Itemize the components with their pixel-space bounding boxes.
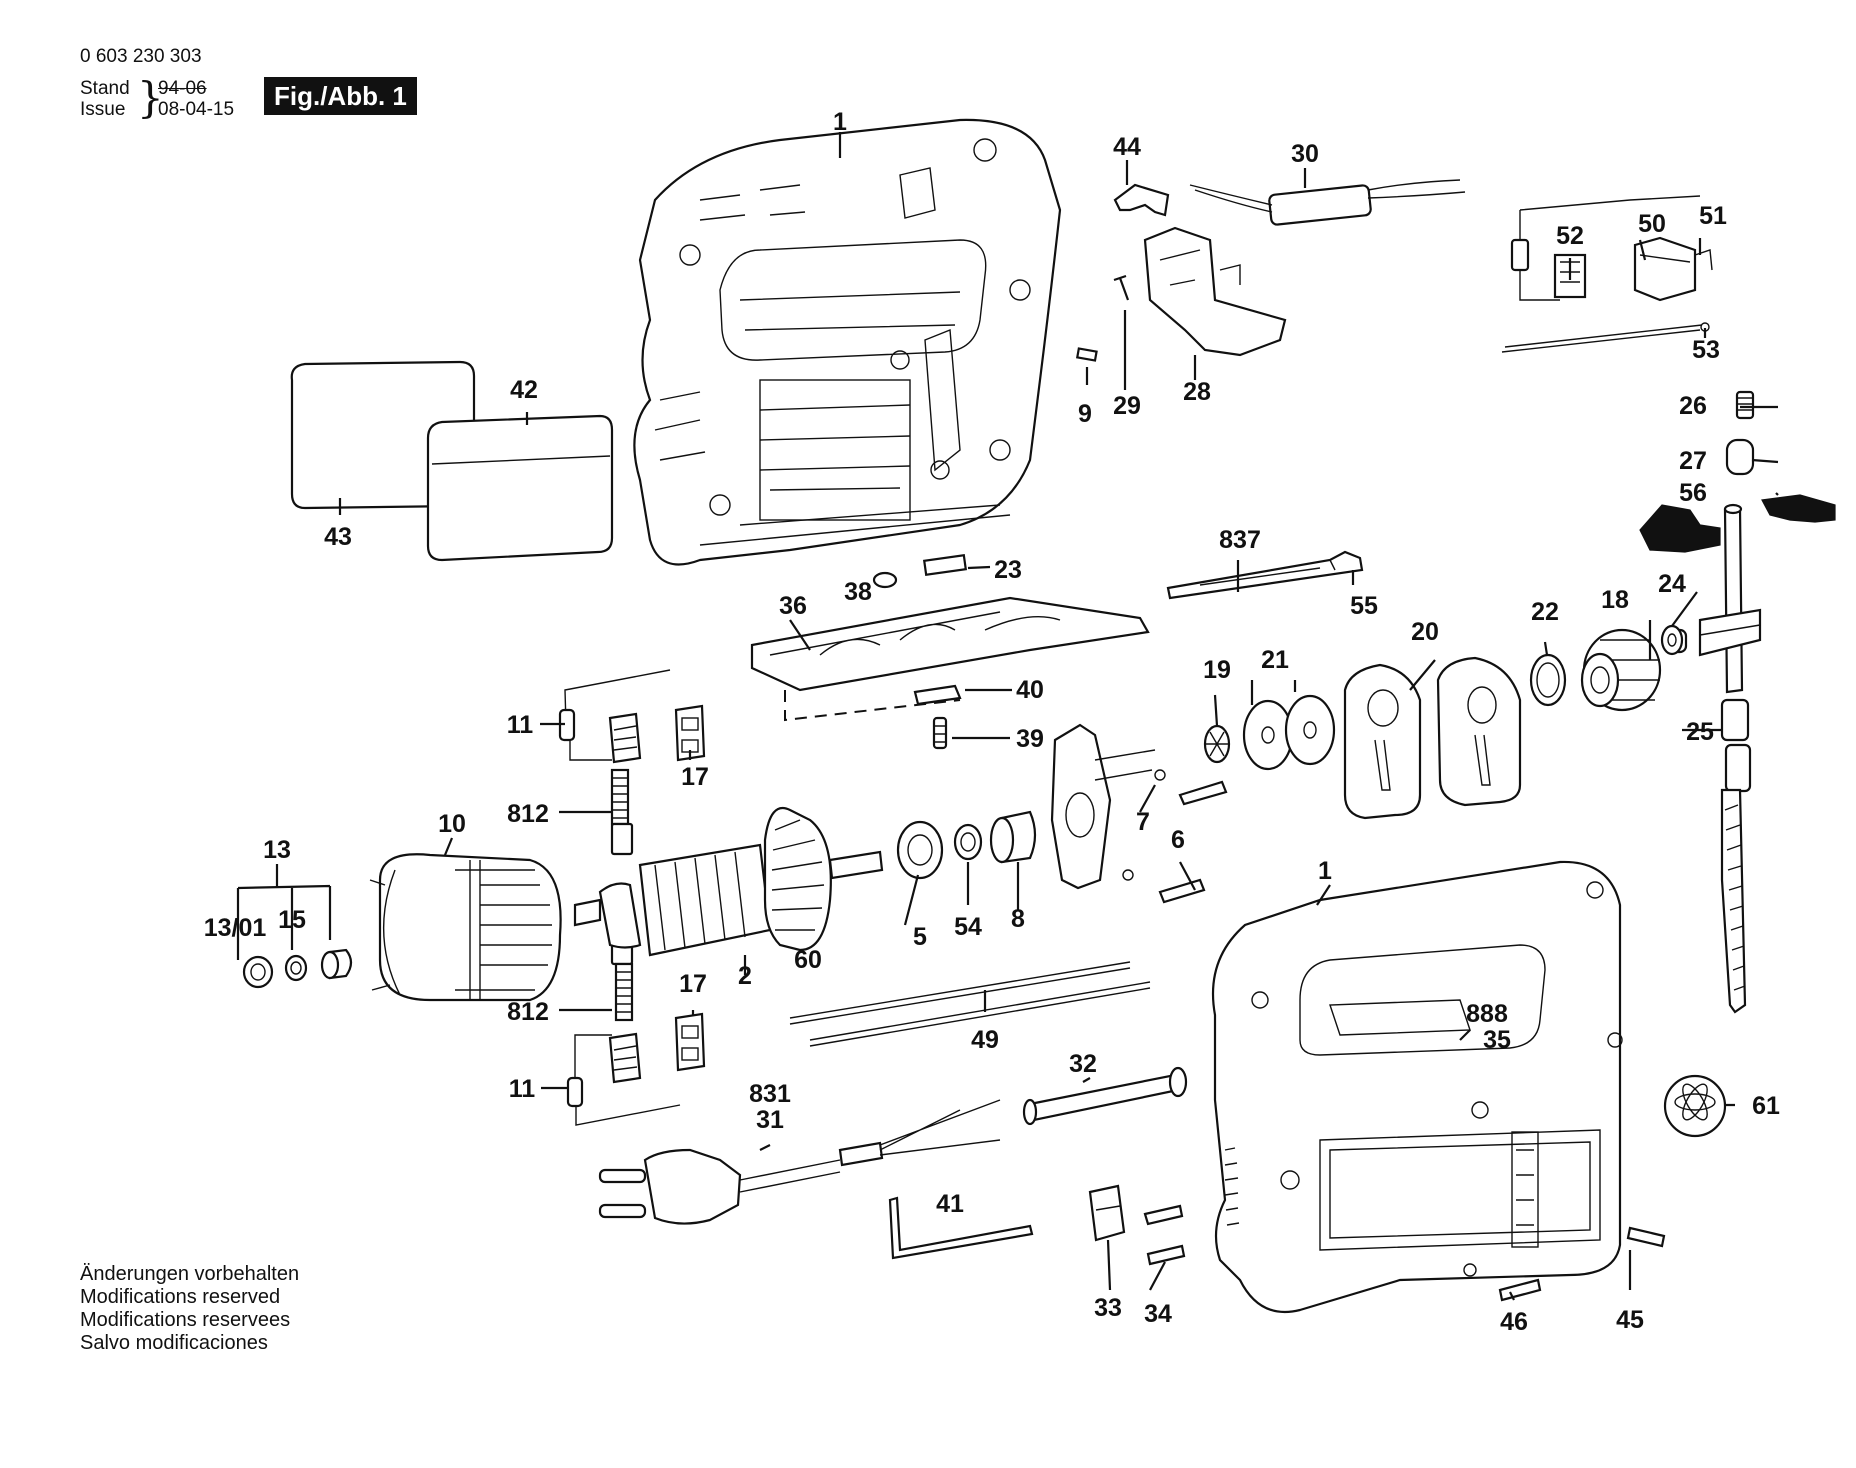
capacitor-30 (1189, 179, 1466, 226)
electronics-50-53 (1501, 195, 1713, 353)
callout-2: 2 (738, 962, 752, 990)
callout-837: 837 (1219, 526, 1261, 554)
callout-6: 6 (1171, 826, 1185, 854)
bearings-5-54-8 (896, 810, 1037, 880)
callout-60: 60 (794, 946, 822, 974)
armature-2 (573, 807, 884, 957)
base-plate-36 (750, 554, 1150, 750)
note-de: Änderungen vorbehalten (80, 1263, 300, 1285)
callout-31: 31 (756, 1106, 784, 1134)
electronic-badge-61 (1663, 1074, 1727, 1138)
screws-46-45 (1498, 1226, 1666, 1302)
callout-49: 49 (971, 1026, 999, 1054)
callout-27: 27 (1679, 447, 1707, 475)
callout-61: 61 (1752, 1092, 1780, 1120)
callout-11-top: 11 (507, 711, 534, 739)
callout-25: 25 (1686, 718, 1714, 746)
callout-51: 51 (1699, 202, 1727, 230)
note-fr: Modifications reservees (80, 1309, 291, 1331)
callout-53: 53 (1692, 336, 1720, 364)
leader-lines (275, 132, 1779, 1301)
callout-28: 28 (1183, 378, 1211, 406)
modification-notes: Änderungen vorbehalten Modifications res… (80, 1263, 299, 1355)
stand-date: 94-06 (158, 78, 207, 99)
callout-54: 54 (954, 913, 982, 941)
hex-key-41 (888, 1196, 1034, 1260)
callout-10: 10 (438, 810, 466, 838)
callout-8: 8 (1011, 905, 1025, 933)
callout-32: 32 (1069, 1050, 1097, 1078)
cable-sleeve-32 (1022, 1066, 1188, 1126)
callout-5: 5 (913, 923, 927, 951)
callout-36: 36 (779, 592, 807, 620)
callout-19: 19 (1203, 656, 1231, 684)
callout-41: 41 (936, 1190, 964, 1218)
field-stator-10 (369, 853, 562, 1002)
callout-13: 13 (263, 836, 291, 864)
terminal-33 (1088, 1184, 1186, 1266)
power-cord-31 (598, 1099, 1001, 1225)
callout-33: 33 (1094, 1294, 1122, 1322)
callout-52: 52 (1556, 222, 1584, 250)
callout-50: 50 (1638, 210, 1666, 238)
callout-11-bottom: 11 (509, 1075, 536, 1103)
issue-label: Issue (80, 99, 126, 120)
callout-45: 45 (1616, 1306, 1644, 1334)
callout-46: 46 (1500, 1308, 1528, 1336)
callout-17-bottom: 17 (679, 970, 707, 998)
callout-26: 26 (1679, 392, 1707, 420)
callout-888: 888 (1466, 1000, 1508, 1028)
plunger-assembly (1639, 390, 1836, 1014)
callout-17-top: 17 (681, 763, 709, 791)
callout-38: 38 (844, 578, 872, 606)
callout-29: 29 (1113, 392, 1141, 420)
housing-half-bottom (1211, 860, 1623, 1314)
callout-56: 56 (1679, 479, 1707, 507)
switch-parts (1075, 183, 1287, 362)
guide-837 (1166, 550, 1364, 600)
document-part-number: 0 603 230 303 (80, 46, 202, 67)
callout-42: 42 (510, 376, 538, 404)
housing-half-top (633, 118, 1062, 566)
callout-812-top: 812 (507, 800, 549, 828)
callout-15: 15 (278, 906, 306, 934)
callout-44: 44 (1113, 133, 1141, 161)
callout-40: 40 (1016, 676, 1044, 704)
callout-21: 21 (1261, 646, 1289, 674)
callout-23: 23 (994, 556, 1022, 584)
callout-43: 43 (324, 523, 352, 551)
issue-date: 08-04-15 (158, 99, 235, 120)
eccentric-carrier (1050, 723, 1228, 904)
callout-1: 1 (833, 108, 847, 136)
note-es: Salvo modificaciones (80, 1332, 268, 1354)
callout-35: 35 (1483, 1026, 1511, 1054)
callout-812-bottom: 812 (507, 998, 549, 1026)
callout-22: 22 (1531, 598, 1559, 626)
brace-glyph: } (137, 73, 164, 122)
stand-label: Stand (80, 78, 130, 99)
figure-label: Fig./Abb. 1 (264, 77, 417, 115)
callout-1-bottom: 1 (1318, 857, 1332, 885)
callout-labels: 1 44 30 52 50 51 53 9 29 28 42 43 26 27 … (204, 108, 1780, 1336)
callout-39: 39 (1016, 725, 1044, 753)
callout-13-01: 13/01 (204, 914, 267, 942)
callout-24: 24 (1658, 570, 1686, 598)
callout-34: 34 (1144, 1300, 1172, 1328)
labels-42-43 (290, 360, 614, 562)
bearing-parts-13 (236, 884, 353, 989)
callout-18: 18 (1601, 586, 1629, 614)
callout-55: 55 (1350, 592, 1378, 620)
callout-9: 9 (1078, 400, 1092, 428)
rods-49 (789, 961, 1151, 1047)
callout-7: 7 (1136, 808, 1150, 836)
callout-20: 20 (1411, 618, 1439, 646)
brush-holder-top (558, 669, 706, 764)
gear-train (1203, 624, 1684, 820)
callout-30: 30 (1291, 140, 1319, 168)
brush-holder-bottom (566, 1012, 706, 1126)
callout-831: 831 (749, 1080, 791, 1108)
note-en: Modifications reserved (80, 1286, 281, 1308)
